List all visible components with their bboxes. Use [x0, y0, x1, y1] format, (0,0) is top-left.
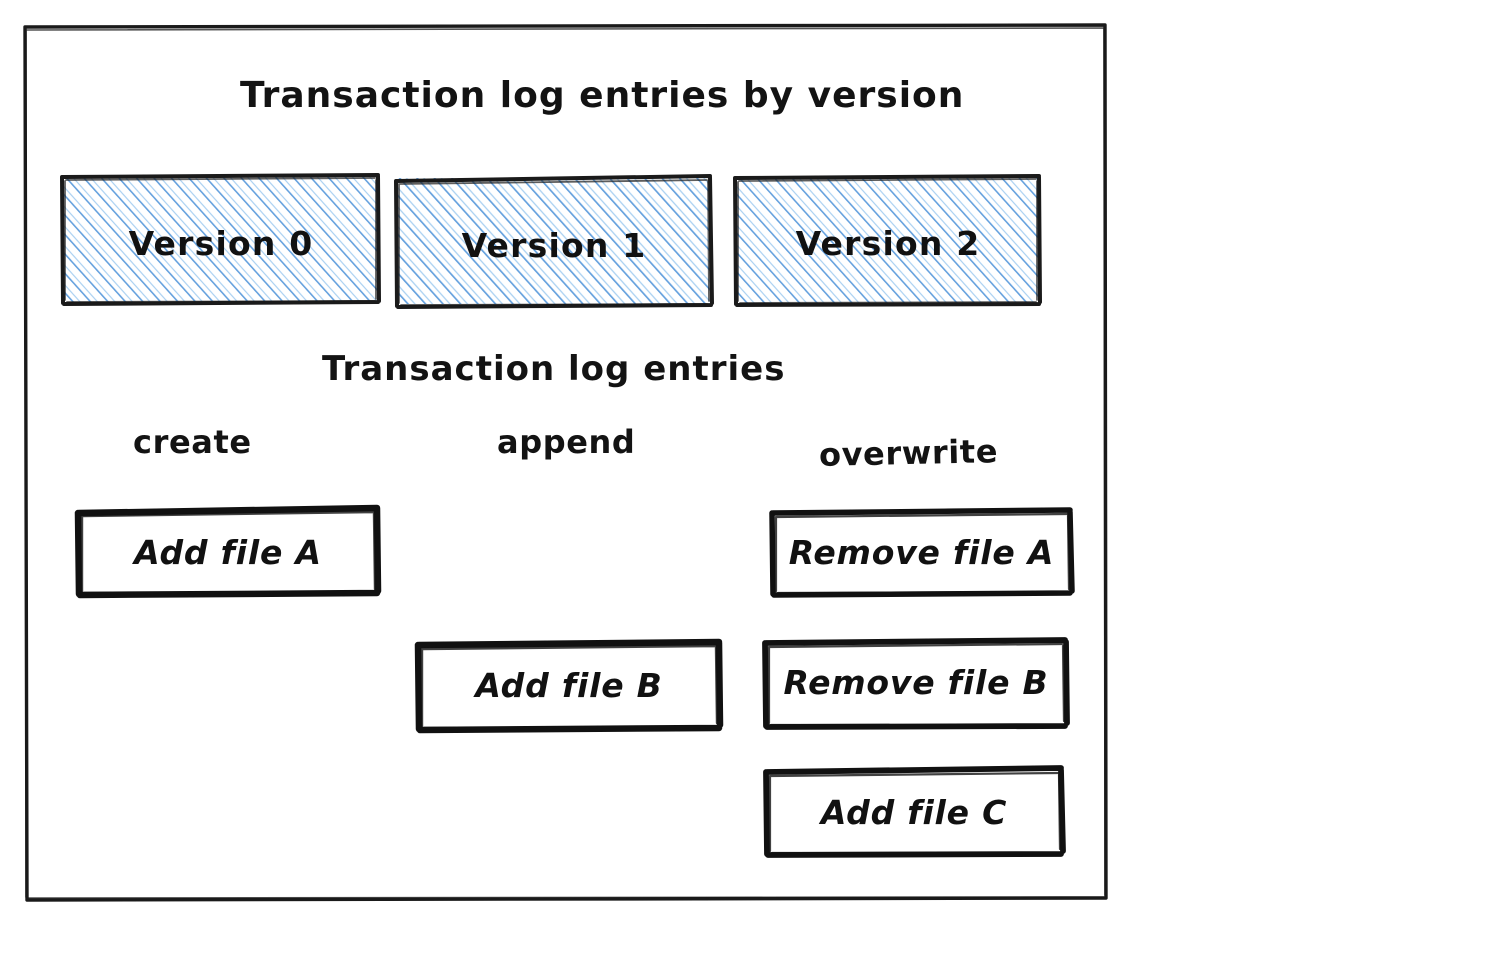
- entry-box-remove-file-a[interactable]: Remove file A: [768, 507, 1075, 598]
- entry-box-remove-file-b[interactable]: Remove file B: [761, 637, 1071, 730]
- outer-frame: [23, 23, 1108, 902]
- version-box-2[interactable]: Version 2: [733, 172, 1043, 308]
- column-label-overwrite: overwrite: [818, 432, 999, 474]
- column-label-append: append: [497, 423, 636, 461]
- version-box-1[interactable]: Version 1: [393, 172, 715, 310]
- entry-box-add-file-a[interactable]: Add file A: [74, 503, 382, 599]
- entry-box-add-file-c[interactable]: Add file C: [762, 765, 1066, 858]
- entry-box-add-file-b[interactable]: Add file B: [414, 636, 724, 734]
- column-label-create: create: [133, 423, 252, 461]
- version-box-0[interactable]: Version 0: [60, 172, 382, 308]
- page-title: Transaction log entries by version: [240, 75, 965, 116]
- section-title: Transaction log entries: [322, 349, 786, 389]
